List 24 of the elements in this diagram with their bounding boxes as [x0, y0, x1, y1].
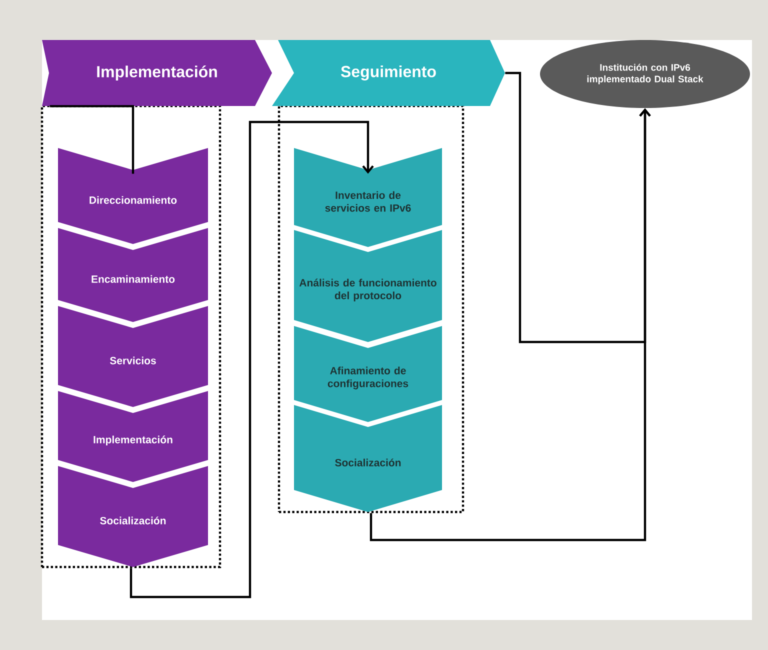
connector-line — [505, 72, 651, 344]
chevron-step: Análisis de funcionamiento del protocolo — [294, 230, 442, 342]
chevron-step: Socialización — [58, 466, 208, 567]
dotted-frame — [40, 104, 222, 568]
chevron-step: Afinamiento de configuraciones — [294, 326, 442, 422]
dotted-frame — [278, 104, 464, 514]
node-label: Inventario de servicios en IPv6 — [325, 191, 411, 212]
node-label: Implementación — [94, 436, 172, 446]
chevron-step: Servicios — [58, 306, 208, 407]
node-label: Encaminamiento — [92, 275, 175, 283]
chevron-step: Implementación — [58, 391, 208, 482]
connector-line — [130, 120, 374, 598]
chevron-step: Inventario de servicios en IPv6 — [294, 148, 442, 247]
node-label: Afinamiento de configuraciones — [328, 366, 408, 390]
chevron-step: Direccionamiento — [58, 148, 208, 244]
connector-line — [50, 105, 134, 174]
node-label: Servicios — [110, 356, 156, 364]
chevron-step: Socialización — [294, 405, 442, 512]
node-label: Análisis de funcionamiento del protocolo — [299, 278, 436, 302]
chevron-step: Encaminamiento — [58, 228, 208, 322]
node-label: Socialización — [100, 516, 166, 524]
node-label: Socialización — [335, 458, 401, 466]
chevron-header: Implementación — [42, 40, 272, 106]
node-label: Direccionamiento — [90, 196, 177, 204]
